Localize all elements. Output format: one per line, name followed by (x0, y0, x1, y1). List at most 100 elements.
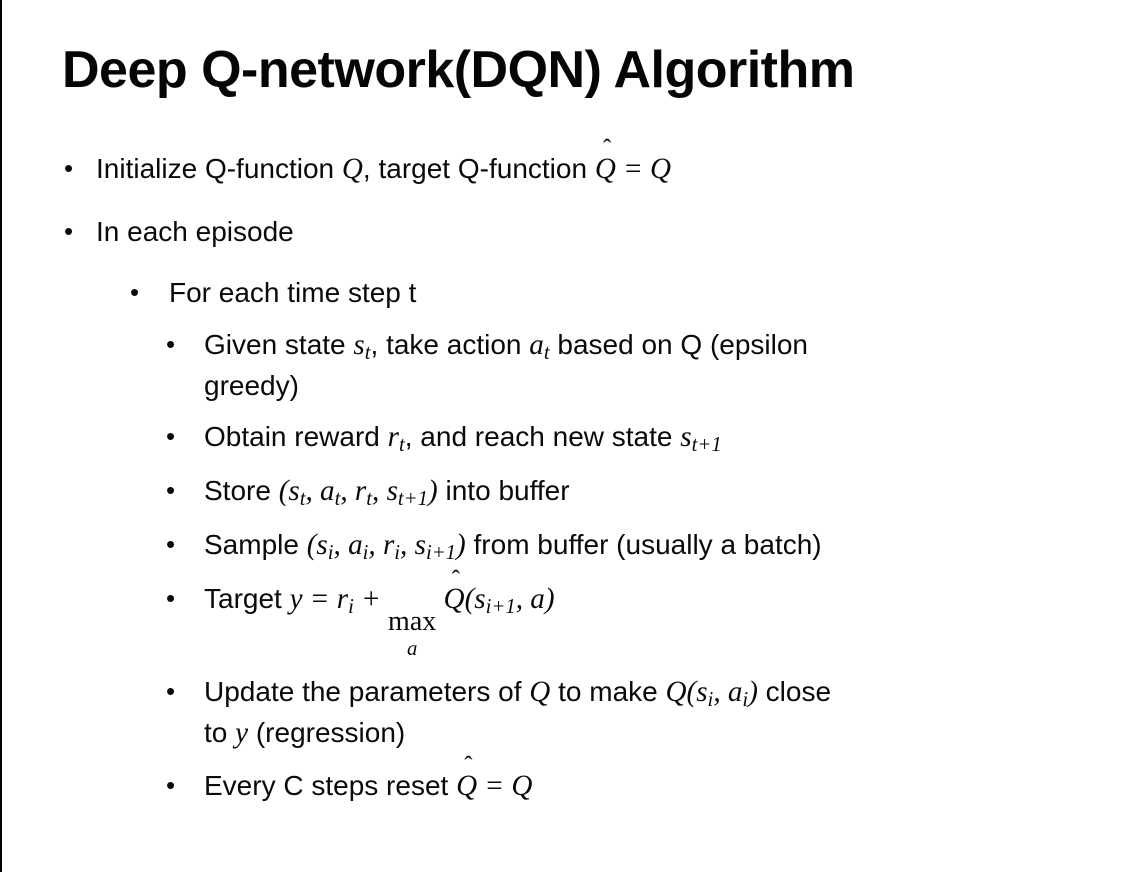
math-segment: = (302, 583, 337, 616)
math-segment: , s (400, 529, 426, 562)
math-segment: i (327, 542, 334, 565)
bullet-icon: • (166, 420, 176, 451)
text-segment: based on Q (epsilon (549, 328, 808, 360)
math-segment: = Q (615, 153, 672, 185)
bullet-text: Store (st, at, rt, st+1) into buffer (204, 472, 570, 513)
text-segment: to make (550, 675, 666, 707)
text-segment: to (204, 717, 236, 749)
math-segment: i (707, 688, 714, 711)
math-segment: t (543, 341, 550, 364)
text-segment: , take action (370, 328, 530, 360)
text-segment: Store (204, 475, 279, 507)
math-segment: , a (713, 675, 743, 708)
bullet-text: Initialize Q-function Q, target Q-functi… (96, 135, 672, 190)
math-segment: Q (341, 153, 363, 185)
math-segment: (s (464, 583, 486, 616)
bullet-icon: • (166, 475, 176, 506)
bullet-item: • In each episode (64, 213, 1094, 251)
math-segment: y (235, 717, 249, 750)
math-segment: (s (306, 529, 328, 562)
math-segment (436, 583, 443, 615)
bullet-icon: • (64, 153, 74, 183)
bullet-item: •Given state st, take action at based on… (166, 326, 1094, 405)
text-segment: Every C steps reset (204, 769, 457, 801)
bullet-icon: • (166, 769, 176, 800)
text-segment: (regression) (248, 717, 406, 749)
math-segment: i (394, 542, 401, 565)
math-segment: r (387, 420, 399, 453)
math-segment: , a) (515, 583, 555, 616)
math-segment: t (299, 488, 306, 511)
page-title: Deep Q-network(DQN) Algorithm (62, 41, 855, 99)
bullet-item: •Sample (si, ai, ri, si+1) from buffer (… (166, 526, 1094, 567)
bullet-text: Sample (si, ai, ri, si+1) from buffer (u… (204, 526, 822, 567)
text-segment: close (757, 675, 832, 707)
math-segment: , s (372, 475, 398, 508)
text-segment: For each time step t (169, 276, 417, 308)
math-segment: Q (529, 675, 551, 708)
bullet-list: • Initialize Q-function Q, target Q-funct… (0, 135, 1094, 819)
text-segment: from buffer (usually a batch) (465, 529, 822, 561)
math-segment: t+1 (397, 488, 429, 511)
slide-left-border (0, 0, 2, 872)
math-segment: , r (368, 529, 395, 562)
bullet-text: For each time step t (169, 274, 416, 312)
bullet-text: Given state st, take action at based on … (204, 326, 808, 405)
bullet-icon: • (166, 675, 176, 706)
math-segment: y (289, 583, 303, 616)
text-segment: Sample (204, 529, 307, 561)
text-segment: Target (204, 583, 290, 615)
text-segment: In each episode (96, 215, 294, 247)
bullet-item: • Obtain reward rt, and reach new state s… (166, 418, 1094, 459)
math-segment: i+1 (485, 596, 516, 619)
math-segment: s (680, 420, 692, 453)
text-segment: Given state (204, 328, 354, 360)
math-segment: t (364, 341, 371, 364)
math-segment: i (348, 596, 354, 619)
text-segment: into buffer (437, 475, 570, 507)
text-segment: Update the parameters of (204, 675, 530, 707)
bullet-text: In each episode (96, 213, 294, 251)
bullet-item: • Initialize Q-function Q, target Q-funct… (64, 135, 1094, 190)
bullet-icon: • (166, 328, 176, 359)
text-segment: , and reach new state (404, 420, 681, 452)
bullet-icon: • (64, 215, 74, 246)
bullet-icon: • (166, 529, 176, 560)
math-segment: i (742, 688, 749, 711)
math-segment: t (334, 488, 341, 511)
math-segment: i (362, 542, 369, 565)
text-segment: greedy) (204, 369, 299, 401)
bullet-item: • Store (st, at, rt, st+1) into buffer (166, 472, 1094, 513)
math-segment: s (353, 328, 365, 361)
math-segment: t (398, 433, 405, 456)
bullet-item: •Update the parameters of Q to make Q(si… (166, 673, 1094, 754)
math-segment: = Q (477, 769, 533, 802)
text-segment: Obtain reward (204, 420, 388, 452)
math-segment: ) (748, 675, 758, 708)
bullet-text: Update the parameters of Q to make Q(si,… (204, 673, 831, 754)
math-segment: ) (428, 475, 438, 508)
math-segment: Q(s (665, 675, 708, 708)
math-segment: , r (340, 475, 367, 508)
math-segment: a (529, 328, 544, 361)
bullet-item: • For each time step t (130, 274, 1094, 312)
math-segment: i+1 (425, 542, 457, 565)
bullet-icon: • (166, 583, 176, 614)
text-segment: , target Q-function (362, 153, 595, 184)
math-segment: , a (333, 529, 363, 562)
math-segment: , a (305, 475, 335, 508)
math-segment: t (366, 488, 373, 511)
math-segment: ) (456, 529, 466, 562)
math-segment: t+1 (691, 433, 722, 456)
bullet-text: Obtain reward rt, and reach new state st… (204, 418, 722, 459)
math-segment: + (353, 583, 389, 616)
bullet-icon: • (130, 276, 140, 307)
